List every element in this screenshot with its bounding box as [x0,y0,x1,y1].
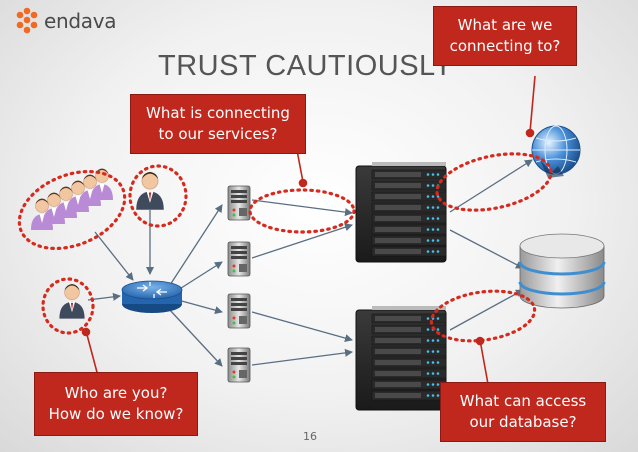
callout-line: How do we know? [48,405,184,423]
highlight-rings [17,152,553,343]
rack-server-icon [355,306,447,411]
page-number: 16 [303,430,317,443]
router-icon [121,280,183,313]
user-group-icon [30,168,114,231]
callout-line: our database? [469,413,577,431]
callout-line: What are we [457,16,553,34]
database-icon [518,233,606,309]
callout-line: to our services? [158,125,278,143]
callout-line: What is connecting [146,104,290,122]
server-icon [227,241,251,277]
endava-logo-mark-icon [16,7,38,34]
server-icon [227,293,251,329]
callout-line: Who are you? [64,384,168,402]
rack-server-icon [355,162,447,263]
server-icon [227,185,251,221]
slide-title: TRUST CAUTIOUSLY [158,50,454,82]
callout-what-is-connecting: What is connecting to our services? [130,94,306,154]
user-icon [58,283,86,320]
connection-arrows [87,159,533,367]
callout-what-are-we-connecting-to: What are we connecting to? [433,6,577,66]
callout-who-are-you: Who are you? How do we know? [34,372,198,436]
callout-line: What can access [459,392,587,410]
server-icon [227,347,251,383]
endava-logo: endava [12,4,117,38]
callout-line: connecting to? [449,37,561,55]
manager-icon [135,171,165,211]
brand-name: endava [44,9,117,33]
callout-what-can-access: What can access our database? [440,382,606,442]
globe-icon [531,125,581,178]
